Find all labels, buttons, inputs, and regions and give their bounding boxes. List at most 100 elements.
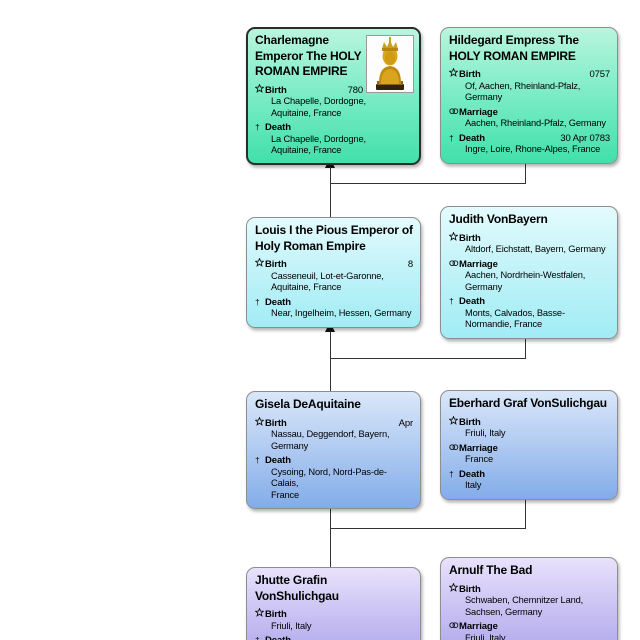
wedding-rings-icon xyxy=(449,621,459,631)
person-name-line: Holy Roman Empire xyxy=(255,238,366,253)
event-label: Marriage xyxy=(459,106,498,118)
event-label: Birth xyxy=(265,259,287,270)
connector-line xyxy=(330,167,331,218)
dagger-icon: † xyxy=(255,296,260,307)
person-name-line: Hildegard Empress The xyxy=(449,33,579,47)
event-label: Birth xyxy=(265,417,287,429)
event-label: Birth xyxy=(265,84,287,96)
event-header: Birth xyxy=(448,581,610,596)
event-date: 30 Apr 0783 xyxy=(560,132,610,144)
event-place: Monts, Calvados, Basse- Normandie, Franc… xyxy=(465,307,565,330)
event-label: Birth xyxy=(459,416,481,428)
star-icon xyxy=(254,257,265,269)
star-icon xyxy=(448,581,459,594)
event-place: Cysoing, Nord, Nord-Pas-de-Calais, Franc… xyxy=(271,466,387,500)
event-date: 0757 xyxy=(589,69,610,80)
dagger-icon: † xyxy=(449,132,454,143)
bust-illustration xyxy=(367,36,413,92)
event-header: Marriage xyxy=(449,107,610,119)
wedding-rings-icon xyxy=(449,259,459,269)
event-label: Death xyxy=(459,468,485,480)
event-header: Birth xyxy=(448,414,610,429)
event-header: Marriage xyxy=(449,621,610,633)
event-header: †Death xyxy=(255,635,413,640)
event-place: Casseneuil, Lot-et-Garonne, Aquitaine, F… xyxy=(271,270,384,293)
person-name-line: HOLY ROMAN EMPIRE xyxy=(449,48,576,63)
event-place: Schwaben, Chemnitzer Land, Sachsen, Germ… xyxy=(465,595,584,617)
event-place: Friuli, Italy xyxy=(465,632,506,640)
dagger-icon: † xyxy=(255,455,260,465)
star-icon xyxy=(448,230,459,243)
event-header: †Death xyxy=(255,122,413,134)
event-header: Marriage xyxy=(449,443,610,455)
star-icon xyxy=(254,82,265,95)
person-name-line: Jhutte Grafin xyxy=(255,573,328,587)
person-name-line: Eberhard Graf VonSulichgau xyxy=(449,396,607,410)
event-place: Aachen, Rheinland-Pfalz, Germany xyxy=(465,118,606,128)
person-name: Judith VonBayern xyxy=(449,212,610,228)
person-name-line: ROMAN EMPIRE xyxy=(255,64,348,78)
event-place: Ingre, Loire, Rhone-Alpes, France xyxy=(465,144,601,154)
event-label: Death xyxy=(265,635,291,640)
connector-line xyxy=(330,331,331,392)
person-name: Gisela DeAquitaine xyxy=(255,397,413,413)
event-label: Birth xyxy=(459,583,481,595)
event-place: Friuli, Italy xyxy=(271,620,312,631)
event-header: Birth 0757 xyxy=(448,67,610,81)
event-place: Altdorf, Eichstatt, Bayern, Germany xyxy=(465,244,606,254)
event-header: Birth Apr xyxy=(254,415,413,430)
event-date: Apr xyxy=(398,417,413,429)
charlemagne-bust-portrait xyxy=(366,35,414,93)
star-icon xyxy=(448,414,459,427)
person-name-line: Gisela DeAquitaine xyxy=(255,397,361,411)
event-label: Marriage xyxy=(459,621,498,632)
connector-line xyxy=(330,528,525,529)
event-label: Birth xyxy=(459,69,481,80)
person-name: Arnulf The Bad xyxy=(449,563,610,579)
event-place: Near, Ingelheim, Hessen, Germany xyxy=(271,308,412,318)
event-label: Death xyxy=(265,122,291,133)
event-header: Marriage xyxy=(449,259,610,271)
star-icon xyxy=(254,415,265,428)
person-name-line: Arnulf The Bad xyxy=(449,563,533,577)
person-name-line: Emperor The HOLY xyxy=(255,48,362,63)
event-header: †Death xyxy=(255,297,413,309)
connector-line xyxy=(330,183,525,184)
connector-line xyxy=(525,324,526,359)
event-header: † Death xyxy=(449,469,610,481)
dagger-icon: † xyxy=(449,468,454,479)
event-label: Birth xyxy=(459,232,481,244)
event-label: Marriage xyxy=(459,442,498,454)
event-date: 780 xyxy=(347,84,364,96)
event-header: †Death xyxy=(449,296,610,308)
event-place: France xyxy=(465,454,494,464)
